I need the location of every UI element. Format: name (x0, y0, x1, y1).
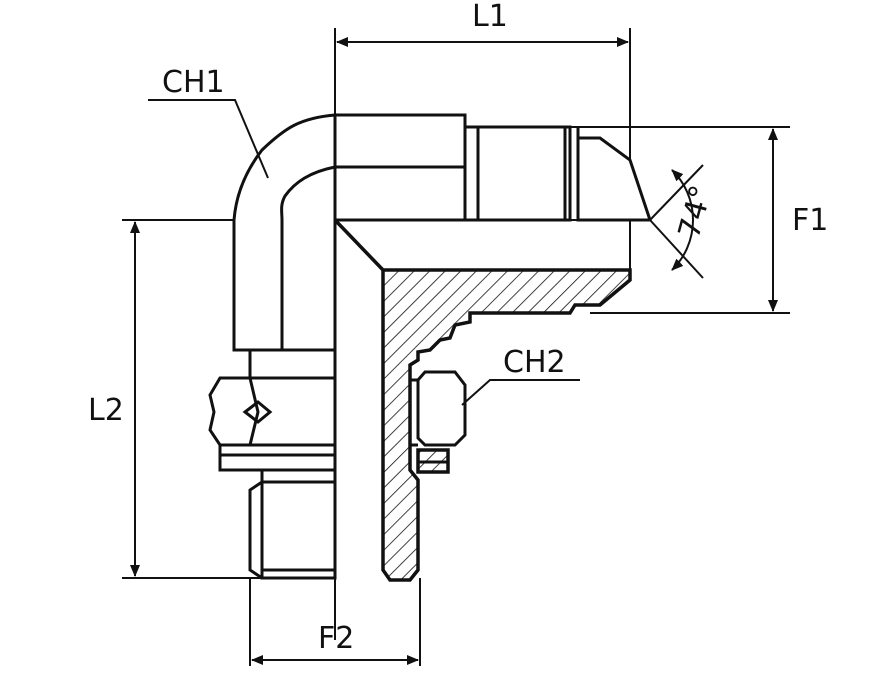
dimension-lines (130, 37, 778, 665)
leader-lines (148, 99, 580, 406)
cone-angle-indicator (649, 164, 704, 279)
seal-ring (410, 370, 467, 474)
dimension-label-f1: F1 (792, 203, 828, 238)
callout-label-ch2: CH2 (503, 345, 566, 380)
elbow-body (232, 113, 467, 352)
dimension-label-l1: L1 (472, 0, 508, 34)
lock-nut (208, 348, 337, 472)
dimension-label-l2: L2 (88, 393, 124, 428)
dimension-label-f2: F2 (318, 621, 354, 656)
callout-label-ch1: CH1 (162, 65, 225, 100)
male-thread-end (463, 125, 653, 222)
section-view (333, 218, 632, 582)
stud-end (248, 468, 337, 580)
